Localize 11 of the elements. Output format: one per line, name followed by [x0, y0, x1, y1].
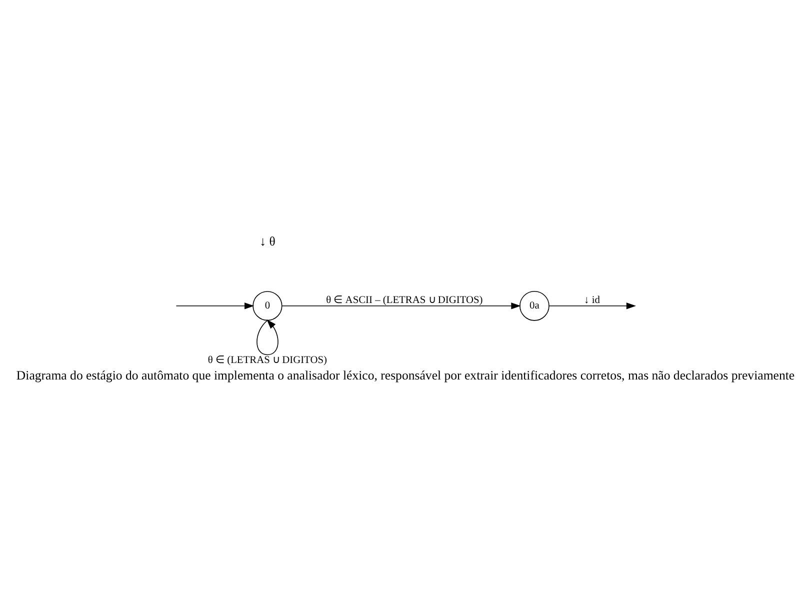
arrow	[282, 302, 521, 309]
edge-label: ↓ id	[584, 294, 600, 306]
arrow	[548, 302, 636, 309]
caption: Diagrama do estágio do autômato que implementa o analisador léxico, responsável por extrair identificadores corretos, mas não declarados previamente	[16, 368, 795, 382]
label: ↓ θ	[260, 234, 276, 248]
node-circle: 0a	[520, 290, 550, 320]
edge-label: θ ∈ (LETRAS ∪ DIGITOS)	[208, 354, 328, 366]
arrow	[256, 318, 278, 355]
node-circle: 0	[252, 290, 282, 320]
edge-label: θ ∈ ASCII – (LETRAS ∪ DIGITOS)	[326, 294, 483, 306]
arrow	[176, 302, 254, 309]
